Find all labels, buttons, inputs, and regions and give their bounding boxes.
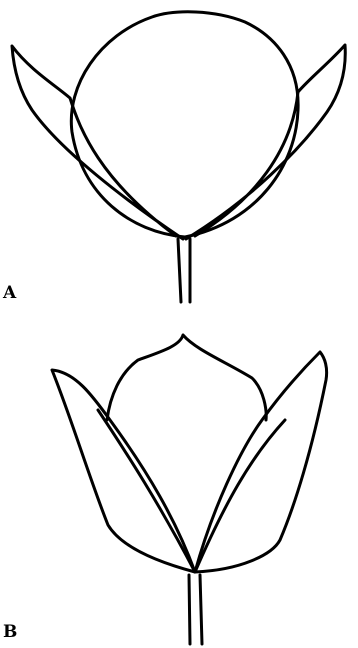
figure-b-petal-top	[107, 335, 266, 420]
figure-b-sepal-right	[195, 352, 327, 572]
figure-b-sepal-inner-left	[98, 410, 195, 572]
figure-a-petal-round	[71, 12, 298, 237]
figure-b-sepal-left	[52, 370, 195, 572]
figure-b-stem	[189, 575, 202, 644]
figure-b: B	[3, 335, 327, 644]
figure-a: A	[2, 12, 345, 303]
figure-a-sepal-right	[186, 45, 345, 239]
figure-b-label: B	[3, 622, 17, 642]
figure-a-stem	[178, 239, 190, 302]
figure-a-label: A	[2, 283, 17, 303]
figure-a-sepal-left	[12, 46, 183, 239]
